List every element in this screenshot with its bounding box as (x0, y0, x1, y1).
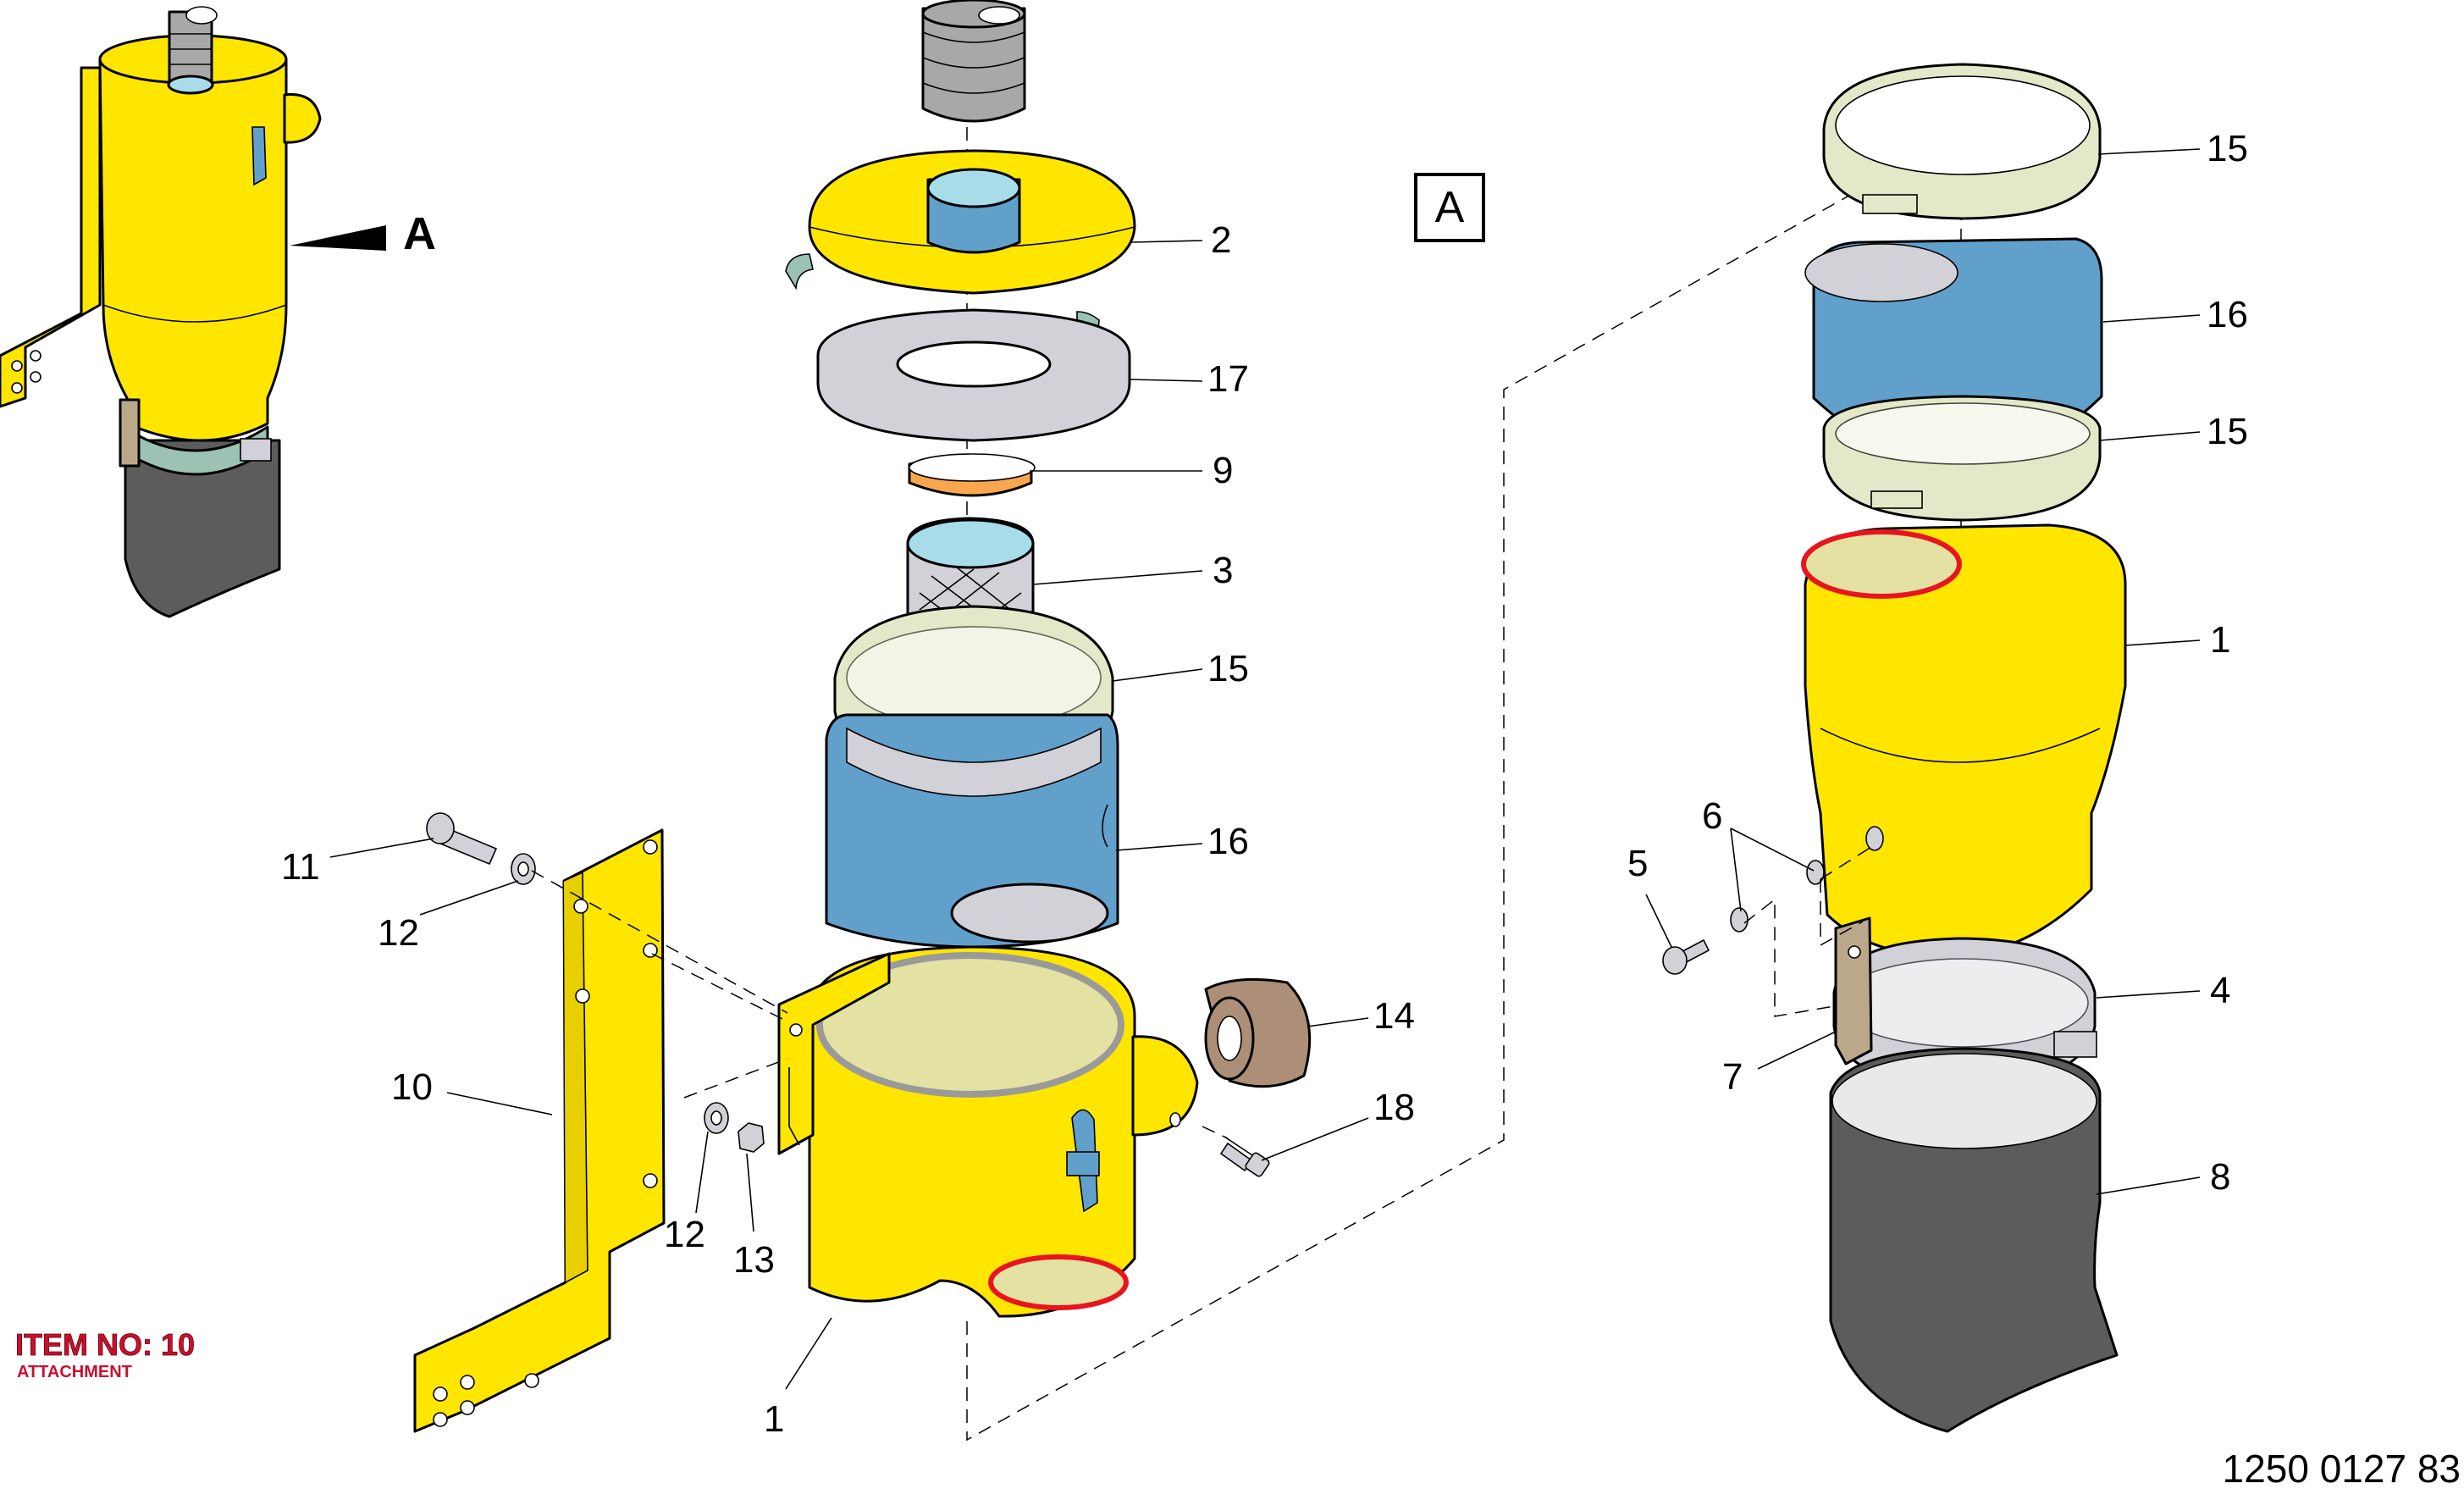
callout-13: 13 (733, 1239, 775, 1281)
detail-view-a (1662, 63, 2127, 1433)
detail-washer-6-lower (1730, 907, 1749, 933)
main-exploded-stack (413, 0, 1957, 1442)
detail-hose-8 (1829, 1047, 2119, 1433)
overview-side-port (283, 93, 322, 144)
detail-callout-1: 1 (2210, 619, 2230, 661)
callout-16: 16 (1207, 821, 1249, 862)
nut-part-13 (738, 1122, 765, 1153)
detail-callout-7: 7 (1722, 1056, 1743, 1098)
detail-washer-6-upper (1806, 860, 1825, 885)
hose-clamp-part-9 (908, 453, 1036, 497)
drawing-number: 1250 0127 83 (2223, 1447, 2461, 1491)
detail-band-15-top (1822, 63, 2102, 220)
callout-18: 18 (1373, 1087, 1415, 1128)
overview-hose (124, 439, 281, 618)
callout-10: 10 (391, 1066, 433, 1108)
plug-part-14 (1204, 977, 1312, 1088)
item-note-title: ITEM NO: 10 (15, 1327, 195, 1362)
callout-15: 15 (1207, 648, 1249, 689)
callout-12-lower: 12 (664, 1214, 705, 1255)
callout-2: 2 (1211, 219, 1231, 261)
detail-callout-5: 5 (1627, 843, 1648, 884)
detail-callout-4: 4 (2210, 970, 2230, 1011)
bracket-part-10 (413, 828, 666, 1433)
leader-lines (329, 148, 2201, 1390)
overview-latch (251, 126, 267, 186)
overview-assembly (0, 6, 386, 618)
view-a-label: A (1435, 183, 1465, 232)
callout-numbers: 2 17 9 3 15 16 14 18 11 12 10 12 13 1 15… (281, 128, 2248, 1440)
cover-part-2 (785, 149, 1136, 342)
detail-callout-15-top: 15 (2207, 128, 2248, 169)
callout-1: 1 (764, 1398, 784, 1440)
overview-body (98, 36, 288, 442)
callout-9: 9 (1213, 450, 1233, 491)
detail-callout-8: 8 (2210, 1156, 2230, 1198)
detail-bracket-7 (1834, 916, 1873, 1065)
detail-bolt-5 (1662, 938, 1710, 975)
detail-clamp-4 (1832, 937, 2097, 1089)
overview-bracket (0, 66, 102, 408)
detail-link-dash (966, 135, 1957, 1442)
callout-11: 11 (281, 846, 320, 888)
callout-14: 14 (1373, 995, 1415, 1037)
callout-3: 3 (1213, 550, 1233, 591)
gasket-part-17 (816, 308, 1131, 442)
detail-callout-16: 16 (2207, 294, 2248, 335)
housing-body-part-1 (777, 945, 1199, 1318)
screw-part-18 (1219, 1136, 1270, 1177)
outlet-pipe (921, 0, 1026, 123)
prefilter-sleeve-part-16 (825, 713, 1119, 949)
view-a-box (1414, 173, 1485, 242)
detail-housing-1 (1801, 523, 2127, 957)
view-a-arrow (290, 225, 386, 251)
detail-band-15-lower (1822, 395, 2102, 522)
callout-12-upper: 12 (378, 912, 419, 954)
bolt-part-11 (426, 812, 498, 866)
callout-17: 17 (1207, 358, 1249, 400)
view-a-arrow-label: A (403, 208, 436, 259)
item-note-subtitle: ATTACHMENT (17, 1363, 132, 1381)
detail-callout-15-low: 15 (2207, 411, 2248, 452)
detail-callout-6: 6 (1702, 795, 1722, 837)
